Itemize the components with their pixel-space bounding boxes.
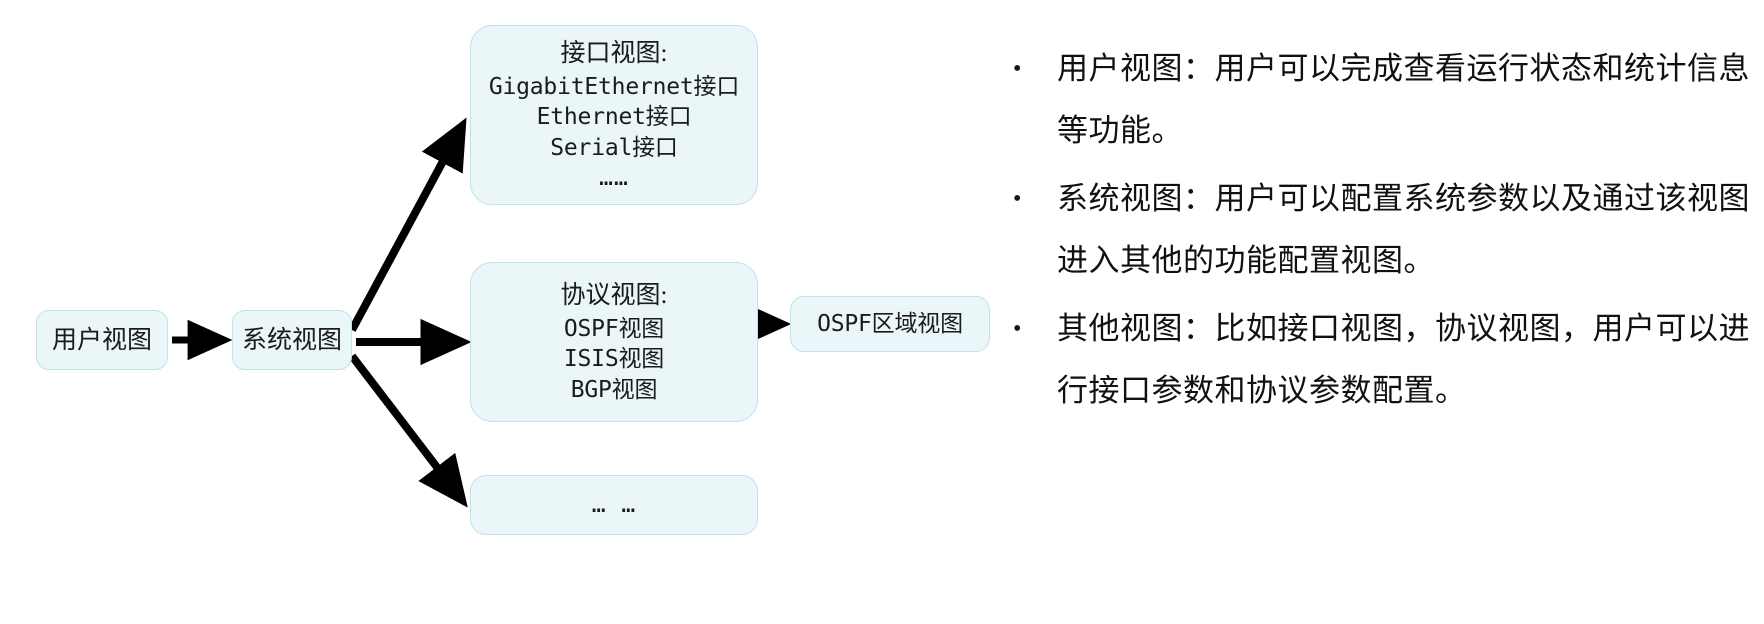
arrow-system-to-other: [348, 353, 468, 508]
bullet-icon: •: [1013, 316, 1022, 342]
node-interface-view-title: 接口视图:: [560, 39, 668, 67]
node-other-view[interactable]: … …: [470, 475, 758, 535]
list-item-text: 系统视图：用户可以配置系统参数以及通过该视图进入其他的功能配置视图。: [1057, 181, 1750, 278]
node-ospf-area-view[interactable]: OSPF区域视图: [790, 296, 990, 352]
list-item: • 系统视图：用户可以配置系统参数以及通过该视图进入其他的功能配置视图。: [1005, 168, 1750, 292]
node-ospf-area-view-label: OSPF区域视图: [817, 310, 963, 337]
list-item-text: 用户视图：用户可以完成查看运行状态和统计信息等功能。: [1057, 51, 1750, 148]
node-interface-view[interactable]: 接口视图: GigabitEthernet接口 Ethernet接口 Seria…: [470, 25, 758, 205]
node-interface-view-line-1: GigabitEthernet接口: [488, 73, 740, 100]
node-system-view[interactable]: 系统视图: [232, 310, 352, 370]
arrow-system-to-interface: [348, 117, 467, 332]
node-interface-view-line-2: Ethernet接口: [536, 104, 692, 131]
node-protocol-view-line-3: BGP视图: [570, 376, 658, 403]
node-protocol-view-title: 协议视图:: [560, 281, 668, 309]
node-interface-view-ellipsis: ……: [599, 164, 629, 191]
node-protocol-view-line-2: ISIS视图: [563, 346, 665, 373]
bullet-icon: •: [1013, 186, 1022, 212]
node-user-view-label: 用户视图: [51, 326, 152, 354]
node-interface-view-line-3: Serial接口: [550, 134, 678, 161]
list-item: • 用户视图：用户可以完成查看运行状态和统计信息等功能。: [1005, 38, 1750, 162]
list-item: • 其他视图：比如接口视图，协议视图，用户可以进行接口参数和协议参数配置。: [1005, 298, 1750, 422]
bullet-icon: •: [1013, 56, 1022, 82]
list-item-text: 其他视图：比如接口视图，协议视图，用户可以进行接口参数和协议参数配置。: [1057, 311, 1750, 408]
node-other-view-label: … …: [591, 491, 637, 518]
node-system-view-label: 系统视图: [241, 326, 342, 354]
node-protocol-view-line-1: OSPF视图: [563, 315, 665, 342]
notes-list: • 用户视图：用户可以完成查看运行状态和统计信息等功能。 • 系统视图：用户可以…: [1005, 38, 1750, 428]
node-protocol-view[interactable]: 协议视图: OSPF视图 ISIS视图 BGP视图: [470, 262, 758, 422]
node-user-view[interactable]: 用户视图: [36, 310, 168, 370]
